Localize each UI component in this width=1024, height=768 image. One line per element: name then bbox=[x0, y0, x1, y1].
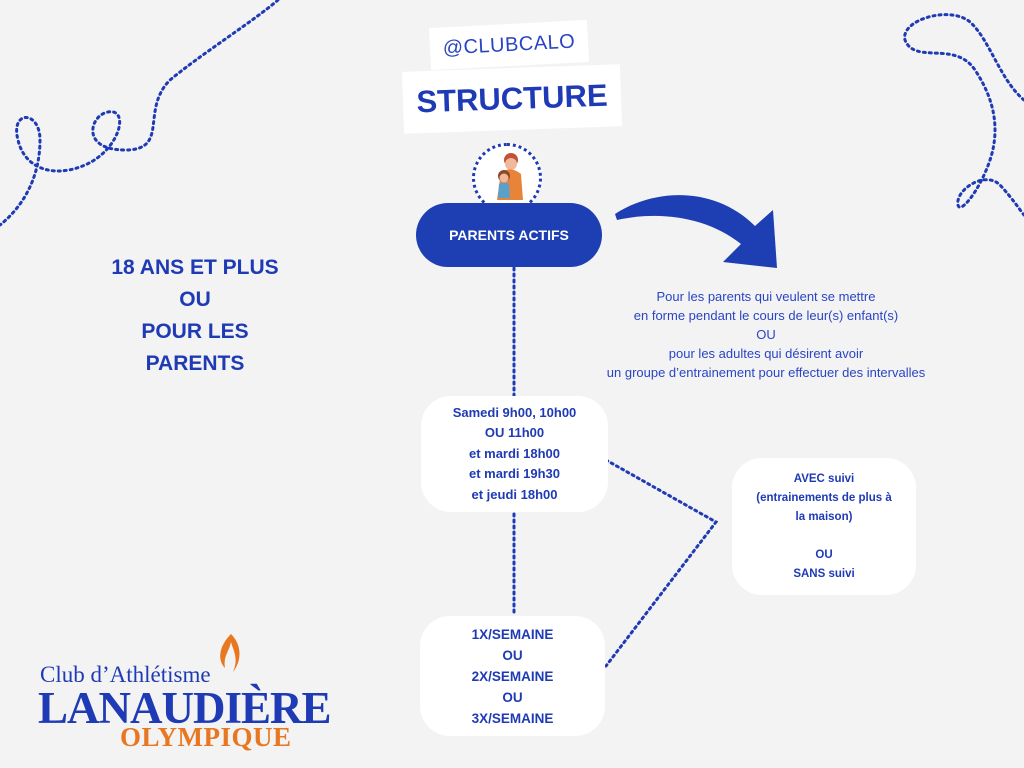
central-node-parents-actifs: PARENTS ACTIFS bbox=[416, 203, 602, 267]
flame-icon bbox=[220, 634, 240, 672]
social-handle: @CLUBCALO bbox=[429, 19, 589, 71]
follow-up-box: AVEC suivi (entrainements de plus à la m… bbox=[732, 458, 916, 595]
audience-text: 18 ANS ET PLUS OU POUR LES PARENTS bbox=[111, 256, 279, 375]
logo-text-line3: OLYMPIQUE bbox=[120, 722, 292, 752]
logo-text-line2: LANAUDIÈRE bbox=[38, 683, 332, 733]
page-title: STRUCTURE bbox=[401, 64, 623, 134]
schedule-box: Samedi 9h00, 10h00 OU 11h00 et mardi 18h… bbox=[421, 396, 608, 512]
parent-with-child-icon bbox=[472, 143, 542, 213]
curved-arrow-icon bbox=[615, 195, 777, 268]
description-text: Pour les parents qui veulent se mettre e… bbox=[606, 289, 926, 380]
logo-text-line1: Club d’Athlétisme bbox=[40, 662, 211, 687]
club-logo: Club d’Athlétisme LANAUDIÈRE OLYMPIQUE bbox=[38, 632, 332, 757]
frequency-box: 1X/SEMAINE OU 2X/SEMAINE OU 3X/SEMAINE bbox=[420, 616, 605, 736]
